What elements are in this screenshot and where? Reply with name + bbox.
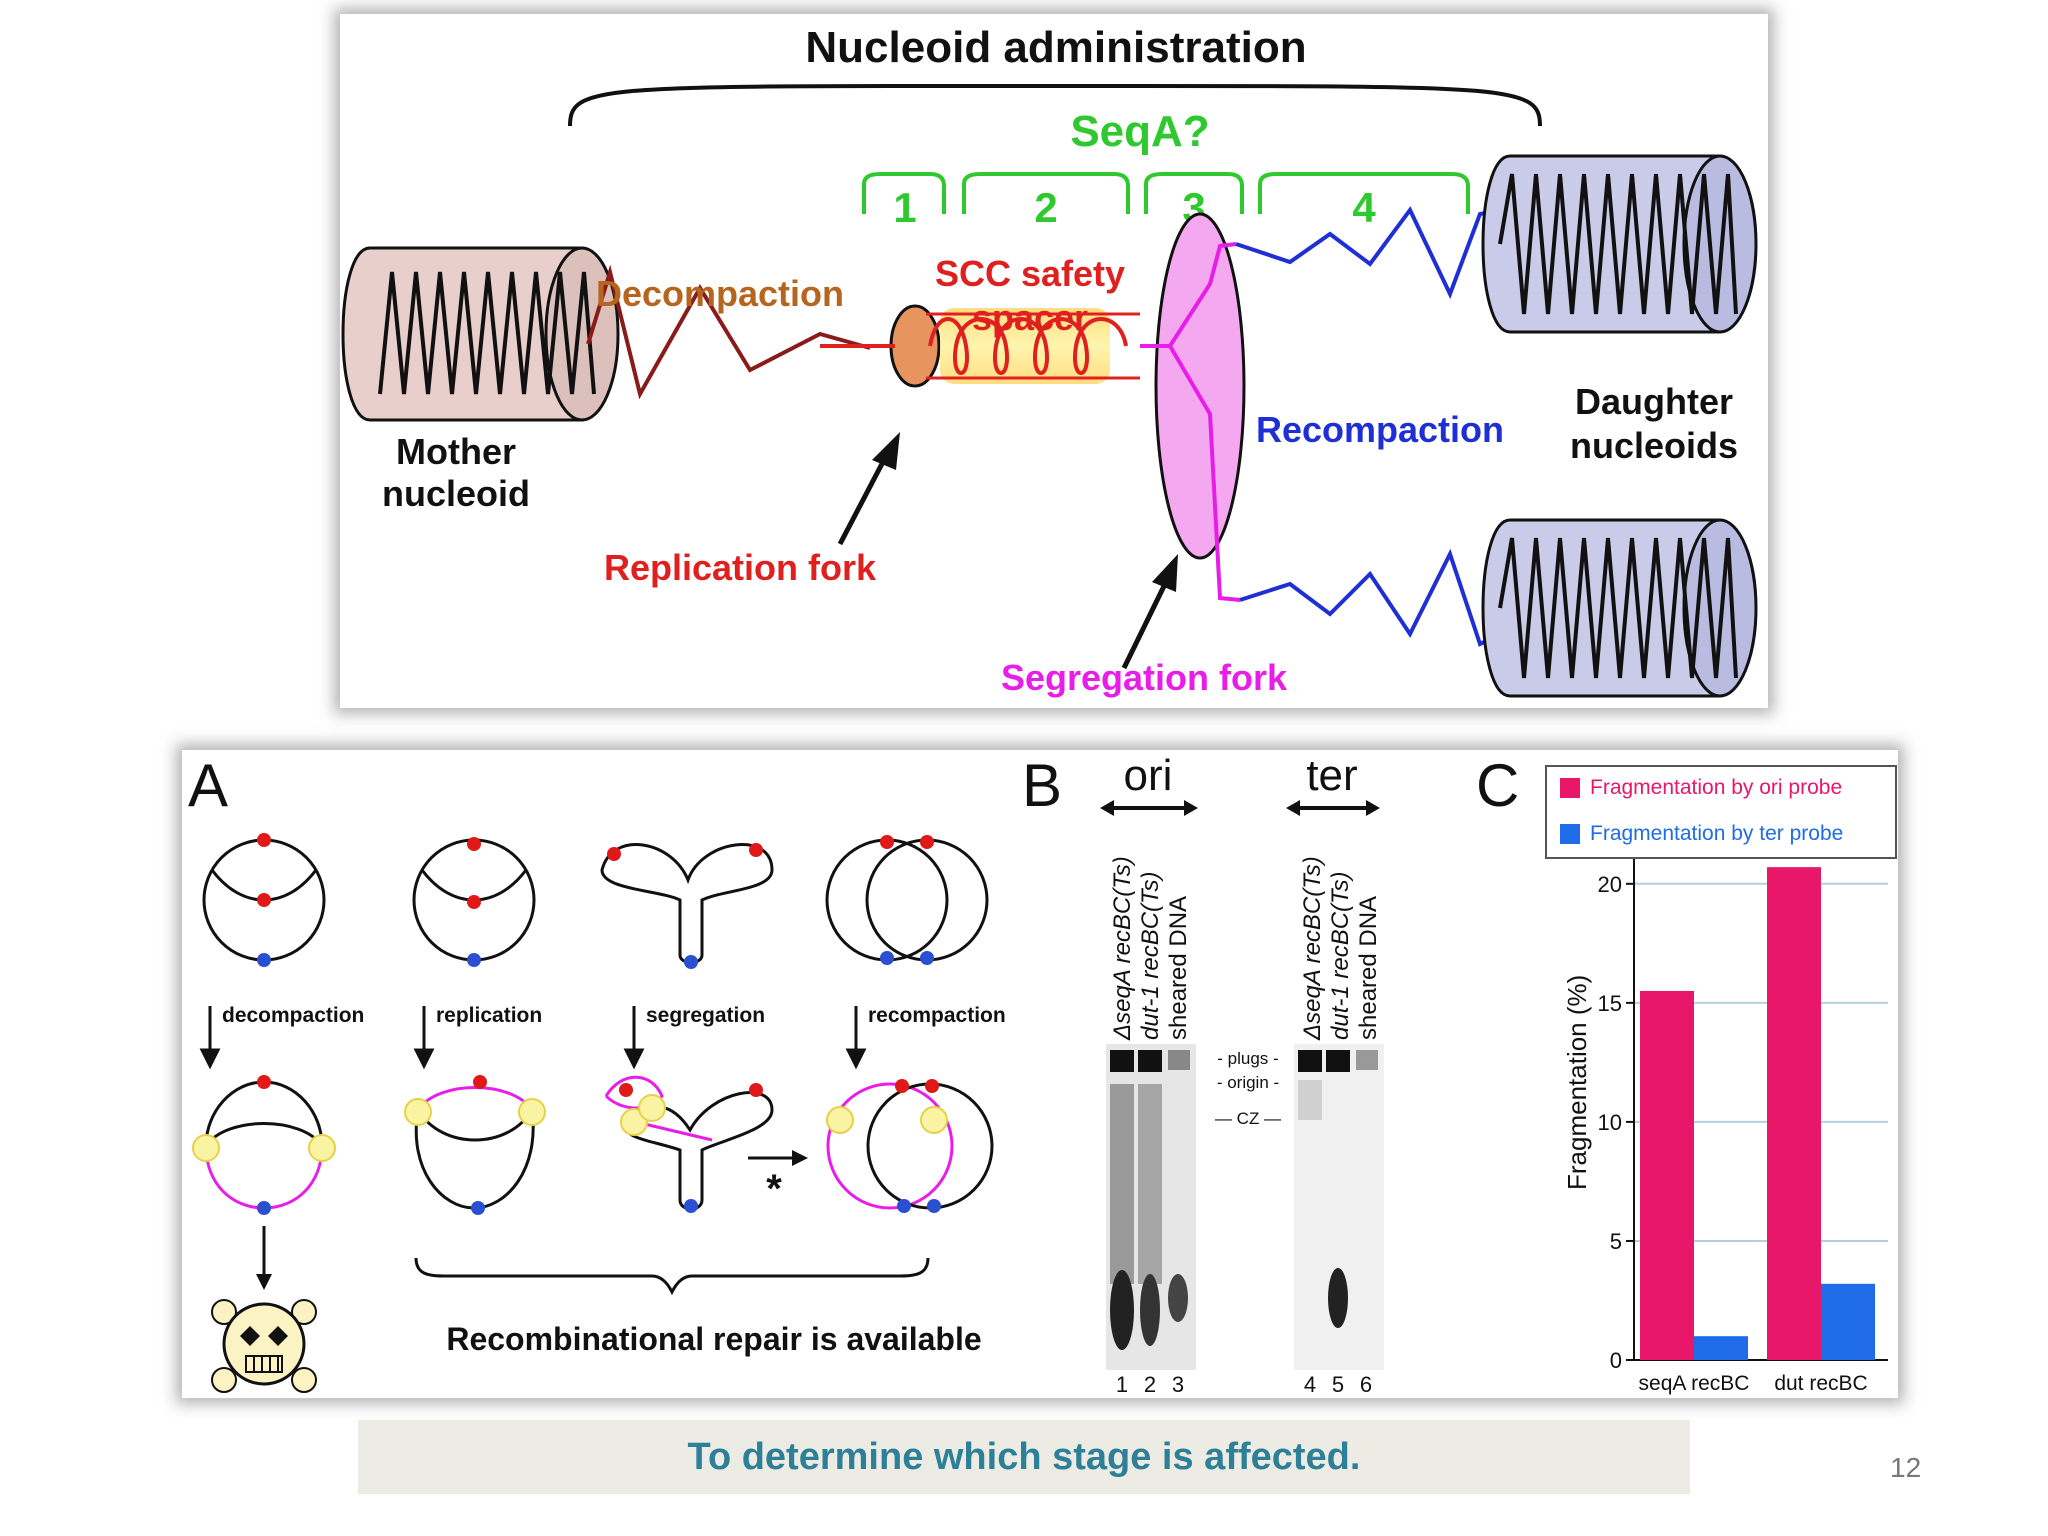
stage-1-label: 1 [893, 184, 916, 231]
a-col2-bottom [414, 1086, 535, 1210]
slide-number: 12 [1890, 1452, 1922, 1483]
stage-4-label: 4 [1352, 184, 1376, 231]
recompaction-strand-lower [1239, 548, 1501, 647]
y-tick-label: 15 [1598, 991, 1622, 1016]
panel-a-letter: A [188, 752, 228, 819]
nucleoid-diagram-svg: Nucleoid administration SeqA? 1 2 3 4 Mo… [341, 23, 1758, 698]
y-tick-label: 10 [1598, 1110, 1622, 1135]
replication-fork-label: Replication fork [604, 547, 877, 588]
category-label: seqA recBC [1639, 1372, 1750, 1395]
bar-ori-2 [1767, 867, 1821, 1360]
bar-ori-1 [1640, 990, 1694, 1360]
stage-brackets [862, 172, 1470, 214]
lane-number-3: 3 [1172, 1372, 1184, 1397]
segregation-fork-ellipse [1154, 212, 1246, 560]
lane-number-6: 6 [1360, 1372, 1372, 1397]
lane-label-2: dut-1 recBC(Ts) [1137, 872, 1164, 1041]
gel-ori [1106, 1044, 1196, 1370]
caption-bar: To determine which stage is affected. [358, 1420, 1690, 1494]
a-col3-bottom [604, 1075, 774, 1211]
recompaction-strand-upper [1235, 206, 1501, 300]
y-tick-label: 5 [1610, 1229, 1622, 1254]
panel-b-letter: B [1022, 752, 1062, 819]
segregation-fork-label: Segregation fork [1001, 657, 1288, 698]
mother-label-line1: Mother [396, 431, 516, 472]
administration-brace [568, 83, 1542, 127]
panel-c-letter: C [1476, 752, 1519, 819]
segregation-fork-arrow [1121, 580, 1169, 670]
y-axis-label: Fragmentation (%) [1562, 975, 1592, 1190]
experiment-panels: A [182, 750, 1898, 1398]
seqa-label: SeqA? [1070, 107, 1209, 156]
mother-nucleoid-cylinder [341, 246, 620, 422]
ori-label: ori [1124, 751, 1173, 800]
legend-label: Fragmentation by ter probe [1590, 822, 1843, 845]
decompaction-label: Decompaction [596, 273, 844, 314]
scc-label-line2: spacer [972, 297, 1088, 338]
scc-label-line1: SCC safety [935, 253, 1125, 294]
a-col4-top [825, 838, 989, 962]
a-col1-bottom [204, 1080, 324, 1210]
stage-2-label: 2 [1034, 184, 1057, 231]
lane-number-2: 2 [1144, 1372, 1156, 1397]
decompaction-strand [586, 264, 871, 400]
scc-spacer-cylinder [926, 308, 1140, 384]
lane-label-1: ΔseqA recBC(Ts) [1109, 856, 1136, 1041]
lane-label-4: ΔseqA recBC(Ts) [1299, 856, 1326, 1041]
legend-swatch [1560, 824, 1580, 844]
experiment-svg: A [188, 751, 1897, 1397]
lane-label-3: sheared DNA [1165, 896, 1192, 1040]
lane-number-5: 5 [1332, 1372, 1344, 1397]
skull-icon [211, 1299, 317, 1393]
y-tick-label: 20 [1598, 872, 1622, 897]
bar-ter-1 [1694, 1336, 1748, 1360]
replication-fork-arrow [837, 456, 888, 546]
legend-swatch [1560, 778, 1580, 798]
lane-number-4: 4 [1304, 1372, 1316, 1397]
repair-label: Recombinational repair is available [446, 1321, 981, 1357]
caption-text: To determine which stage is affected. [687, 1435, 1361, 1478]
diagram-title: Nucleoid administration [805, 23, 1306, 72]
mother-label-line2: nucleoid [382, 473, 530, 514]
lane-label-5: dut-1 recBC(Ts) [1327, 872, 1354, 1041]
step-replication: replication [436, 1004, 542, 1027]
legend-box [1545, 765, 1897, 859]
bar-ter-2 [1821, 1283, 1875, 1360]
marker-cz: — CZ — [1215, 1109, 1281, 1128]
repair-brace [414, 1257, 930, 1296]
lane-number-1: 1 [1116, 1372, 1128, 1397]
daughter-nucleoid-lower [1481, 518, 1758, 698]
daughter-nucleoid-upper [1481, 154, 1758, 334]
asterisk-label: * [766, 1167, 782, 1211]
step-recompaction: recompaction [868, 1004, 1006, 1027]
step-segregation: segregation [646, 1004, 765, 1027]
nucleoid-administration-diagram: Nucleoid administration SeqA? 1 2 3 4 Mo… [340, 14, 1768, 708]
marker-origin: - origin - [1217, 1073, 1279, 1092]
a-col3-top [600, 843, 774, 964]
legend-label: Fragmentation by ori probe [1590, 776, 1842, 799]
lane-label-6: sheared DNA [1355, 896, 1382, 1040]
y-tick-label: 0 [1610, 1348, 1622, 1373]
daughter-label-line2: nucleoids [1570, 425, 1738, 466]
recompaction-label: Recompaction [1256, 409, 1504, 450]
ter-label: ter [1306, 751, 1357, 800]
step-decompaction: decompaction [222, 1004, 364, 1027]
a-col4-bottom [826, 1082, 994, 1210]
gel-ter [1294, 1044, 1384, 1370]
marker-plugs: - plugs - [1217, 1049, 1278, 1068]
category-label: dut recBC [1774, 1372, 1867, 1395]
daughter-label-line1: Daughter [1575, 381, 1733, 422]
